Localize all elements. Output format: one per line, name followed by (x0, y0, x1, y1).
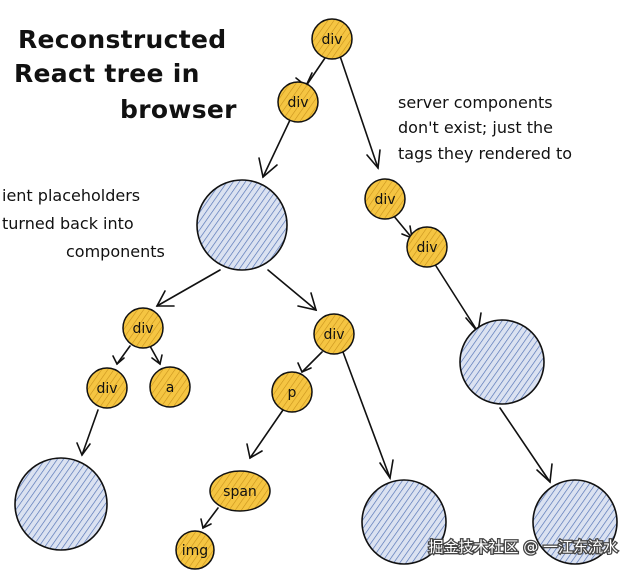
tag-node-div-right-1-shape (364, 178, 406, 220)
arrowhead-div-mid-left-to-a (151, 354, 163, 366)
arrowhead-span-to-img (200, 518, 212, 530)
watermark-text: 掘金技术社区 @ 一江东流水 (428, 538, 618, 556)
server-note-line-1: server components (398, 93, 553, 112)
diagram-title-line-3: browser (120, 95, 237, 124)
tag-node-img-shape (175, 530, 215, 570)
edge-p-to-span (249, 409, 284, 459)
client-note-line-3: components (66, 242, 165, 261)
tag-node-div-leaf: div (86, 367, 128, 409)
component-node-bottom-left (14, 457, 108, 551)
tag-node-div-right-2-label: div (416, 240, 437, 256)
tag-node-span: span (209, 470, 271, 512)
edge-root-to-div-left (305, 57, 326, 87)
tag-node-div-right-2: div (406, 226, 448, 268)
tag-node-root-div: div (311, 18, 353, 60)
edge-component-right-to-component (499, 407, 551, 483)
edge-div-mid-left-to-div-leaf (116, 345, 131, 365)
arrowhead-p-to-span (246, 443, 263, 460)
edge-span-to-img (202, 507, 219, 529)
arrowhead-div-mid-right-to-component (379, 459, 394, 481)
tag-node-div-mid-right-label: div (323, 327, 344, 343)
component-node-bottom-right (532, 479, 618, 565)
tag-node-a-shape (149, 366, 191, 408)
tag-node-p: p (271, 371, 313, 413)
tag-node-div-right-1-label: div (374, 192, 395, 208)
tag-node-root-div-label: div (321, 32, 342, 48)
tag-node-div-left-label: div (287, 95, 308, 111)
tag-node-div-left-shape (277, 81, 319, 123)
tag-node-root-div-shape (311, 18, 353, 60)
tag-node-div-mid-left-shape (122, 307, 164, 349)
edge-div-leaf-to-component (81, 409, 99, 456)
component-nodes (14, 179, 618, 565)
arrowhead-component-to-div-mid-right (297, 292, 318, 312)
edge-component-to-div-mid-left (156, 269, 221, 307)
tag-node-p-label: p (288, 385, 297, 401)
arrowhead-div-mid-right-to-p (297, 362, 312, 374)
component-node-right (459, 319, 545, 405)
tag-node-div-mid-right: div (313, 313, 355, 355)
server-note-line-2: don't exist; just the (398, 118, 553, 137)
tag-node-a: a (149, 366, 191, 408)
tag-node-p-shape (271, 371, 313, 413)
tag-node-img-label: img (182, 543, 208, 559)
arrowhead-component-to-div-mid-left (155, 290, 175, 307)
arrowhead-component-right-to-component (536, 463, 553, 484)
arrowhead-root-to-div-right (366, 149, 381, 170)
tag-node-div-mid-right-shape (313, 313, 355, 355)
server-note-line-3: tags they rendered to (398, 144, 572, 163)
tag-node-div-left: div (277, 81, 319, 123)
edge-div-mid-left-to-a (149, 345, 161, 365)
tag-node-span-label: span (223, 484, 257, 500)
tag-node-div-right-1: div (364, 178, 406, 220)
tag-nodes: div div div div div div div a (86, 18, 448, 570)
edge-div-mid-right-to-component (342, 351, 391, 479)
edge-div-right2-to-component (435, 265, 479, 333)
arrowhead-div-mid-left-to-div-leaf (112, 355, 125, 366)
tag-node-a-label: a (166, 380, 175, 396)
edge-component-to-div-mid-right (267, 269, 317, 311)
tag-node-div-right-2-shape (406, 226, 448, 268)
tag-node-div-leaf-shape (86, 367, 128, 409)
diagram-title-line-1: Reconstructed (18, 25, 226, 54)
arrowhead-div-leaf-to-component (76, 442, 91, 457)
client-note-line-2: turned back into (2, 214, 134, 233)
edge-div-to-component-top (262, 119, 291, 178)
diagram-title-line-2: React tree in (14, 59, 200, 88)
edge-root-to-div-right (339, 55, 379, 169)
edge-div-mid-right-to-p (301, 351, 323, 373)
tag-node-span-shape (209, 470, 271, 512)
client-note-line-1: ient placeholders (2, 186, 140, 205)
tag-node-img: img (175, 530, 215, 570)
component-node-top (196, 179, 288, 271)
tag-node-div-leaf-label: div (96, 381, 117, 397)
tree-edges (76, 55, 553, 530)
component-node-bottom-middle (361, 479, 447, 565)
arrowhead-div-to-component-top (258, 157, 278, 179)
tag-node-div-mid-left-label: div (132, 321, 153, 337)
edge-div-right1-to-div-right2 (392, 214, 413, 239)
tag-node-div-mid-left: div (122, 307, 164, 349)
